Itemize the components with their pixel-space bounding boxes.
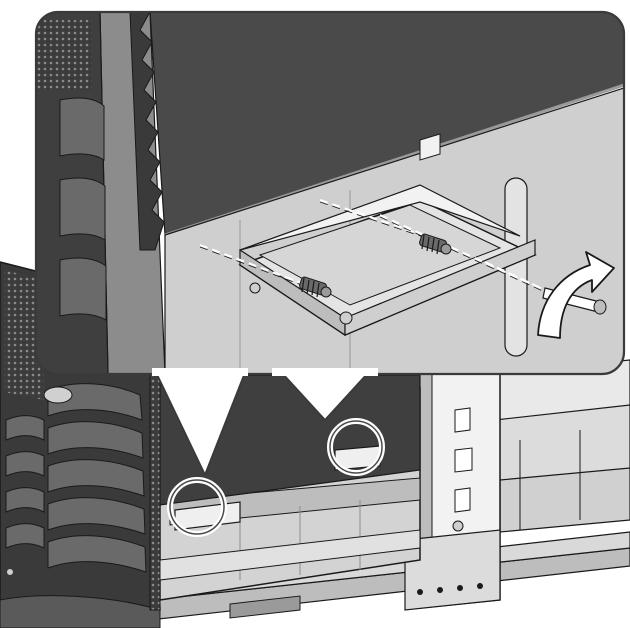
rack-post bbox=[404, 361, 501, 611]
alignment-lines bbox=[199, 199, 546, 291]
lower-scene bbox=[0, 261, 630, 628]
callout-box bbox=[34, 10, 626, 376]
screw-icon bbox=[419, 233, 452, 255]
circle-highlight-outline bbox=[329, 420, 383, 474]
circle-highlight-outline bbox=[169, 479, 225, 535]
bracket-tray bbox=[238, 184, 537, 337]
logo-badge bbox=[43, 386, 73, 404]
screw-icon bbox=[299, 276, 332, 298]
curved-arrow-icon bbox=[537, 251, 615, 339]
chassis-panel bbox=[149, 12, 624, 236]
